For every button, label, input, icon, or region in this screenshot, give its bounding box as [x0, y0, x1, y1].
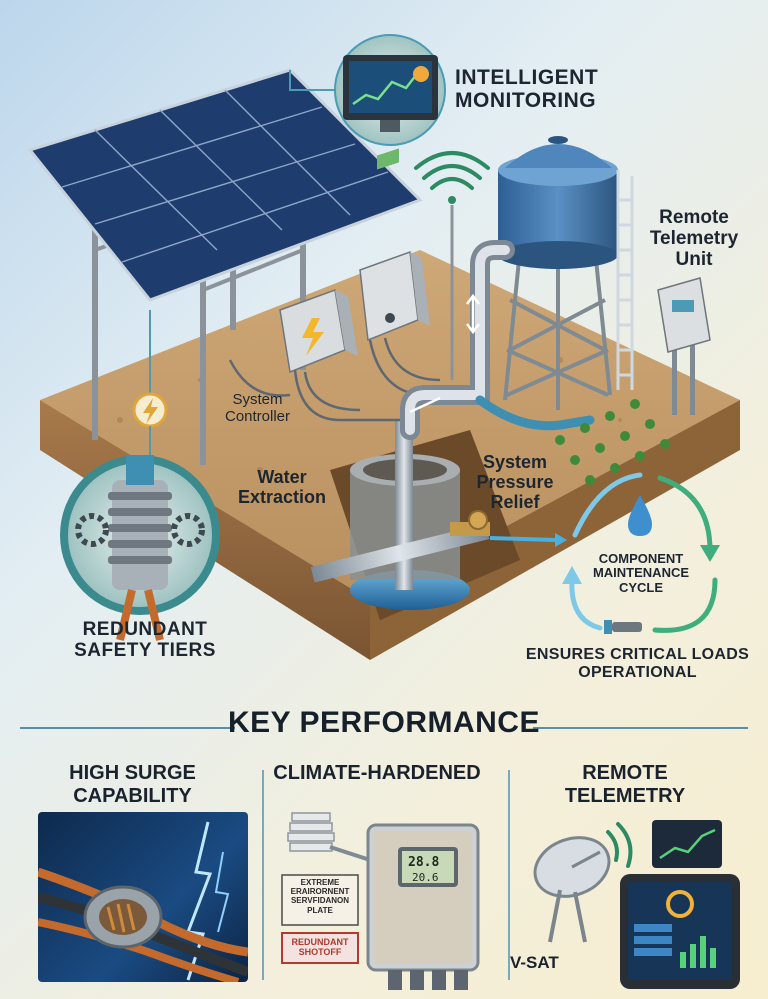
label-water-extraction: Water Extraction	[237, 467, 327, 507]
pressure-relief-valve	[450, 510, 567, 547]
cartridge-icon	[604, 620, 642, 634]
environment-plate-text: EXTREME ERAIRORNENT SERVFIDANON PLATE	[290, 878, 350, 915]
col-title-remote-telemetry: REMOTE TELEMETRY	[564, 762, 686, 807]
lightning-badge-icon	[132, 392, 168, 428]
remote-telemetry-illustration	[520, 812, 750, 992]
column-divider-2	[508, 770, 510, 980]
divider-left	[20, 727, 235, 729]
redundant-shotoff-tag: REDUNDANT SHOTOFF	[291, 937, 349, 957]
well-pit	[310, 420, 520, 620]
vsat-label: V-SAT	[510, 953, 559, 972]
crop-field	[555, 399, 670, 485]
label-system-controller: System Controller	[224, 391, 291, 425]
climate-hardened-illustration: 28.8 20.6 EXTREME ERAIRORNENT SERVFIDANO…	[270, 805, 502, 995]
label-component-maintenance-cycle: COMPONENT MAINTENANCE CYCLE	[592, 551, 690, 595]
solar-array	[27, 68, 423, 465]
divider-right	[533, 727, 748, 729]
system-diagram	[27, 34, 740, 660]
wifi-icon	[414, 151, 490, 204]
climate-readout-1: 28.8	[408, 855, 440, 870]
high-surge-illustration	[38, 812, 248, 982]
label-system-pressure-relief: System Pressure Relief	[476, 452, 554, 512]
main-pipe	[400, 240, 595, 440]
key-performance-title: KEY PERFORMANCE	[228, 706, 540, 739]
water-drop-icon	[628, 495, 652, 536]
column-divider-1	[262, 770, 264, 980]
pump-controller-box	[359, 148, 430, 342]
col-title-climate-hardened: CLIMATE-HARDENED	[273, 762, 481, 784]
water-tower	[498, 136, 634, 410]
surge-cable-icon	[38, 821, 248, 982]
monitor-icon	[334, 34, 446, 146]
maintenance-cycle	[562, 472, 720, 633]
col-title-high-surge: HIGH SURGE CAPABILITY	[69, 762, 196, 807]
label-intelligent-monitoring: INTELLIGENT MONITORING	[455, 66, 599, 113]
label-ensures-critical: ENSURES CRITICAL LOADS OPERATIONAL	[525, 646, 750, 681]
remote-telemetry-unit-box	[657, 277, 711, 415]
label-redundant-safety-tiers: REDUNDANT SAFETY TIERS	[74, 619, 216, 661]
system-controller-box	[279, 288, 358, 374]
climate-readout-2: 20.6	[412, 871, 439, 884]
label-remote-telemetry-unit: Remote Telemetry Unit	[649, 207, 739, 270]
satellite-tablet-icon	[533, 820, 740, 989]
flow-arrow-icon	[466, 293, 480, 335]
enclosure-icon	[281, 812, 480, 990]
flow-arrow-small	[409, 396, 441, 414]
safety-tiers-icon	[60, 455, 220, 641]
